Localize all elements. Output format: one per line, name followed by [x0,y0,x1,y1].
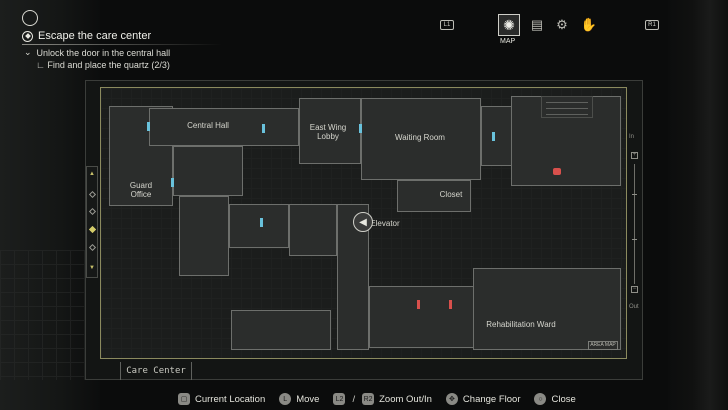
map-legend [541,96,593,118]
objective-circle-icon [22,10,38,26]
room-closet [397,180,471,212]
door-unlocked [171,178,174,187]
door-unlocked [260,218,263,227]
hand-icon[interactable]: ✋ [580,17,598,32]
objective-marker-icon [22,30,33,42]
hint-change-floor-label: Change Floor [462,393,521,405]
background-right [668,0,728,410]
hint-separator: / [352,393,356,405]
room-rehabilitation-ward [473,268,621,350]
r2-button-icon: R2 [362,393,375,405]
dpad-icon: ✥ [445,393,458,405]
zoom-out-label: Out [629,304,639,310]
r1-button-icon: R1 [645,20,659,30]
zoom-slider[interactable]: In + − Out [629,134,641,314]
map-view[interactable]: Central Hall East Wing Lobby Waiting Roo… [100,87,627,359]
room-south-corridor [369,286,479,348]
room-mid [289,204,337,256]
objective-title-row: Escape the care center [22,30,151,42]
label-guard-office: Guard Office [129,181,153,199]
label-east-wing-lobby: East Wing Lobby [309,123,347,141]
room-central-corridor [173,146,243,196]
area-map-tag: AREA MAP [588,341,618,350]
label-elevator: Elevator [370,219,400,228]
floor-indicator[interactable] [88,190,97,199]
room-mid-west [229,204,289,248]
door-locked [449,300,452,309]
hint-close-label: Close [551,393,576,405]
door-unlocked [147,122,150,131]
chevron-down-icon: ⌄ [24,47,32,57]
hint-move[interactable]: L Move [279,393,319,405]
area-tab[interactable]: Care Center [120,362,192,380]
zoom-in-icon[interactable]: + [631,152,638,159]
label-closet: Closet [439,190,463,199]
room-east-wing-lobby [299,98,361,164]
zoom-tick [632,194,637,195]
hint-close[interactable]: ○ Close [534,393,576,405]
door-unlocked [262,124,265,133]
room-central-hall [149,108,299,146]
map-label: MAP [500,38,516,45]
document-icon[interactable]: ▤ [530,17,544,32]
door-unlocked [359,124,362,133]
objective-subsubtask: ∟ Find and place the quartz (2/3) [36,60,170,70]
map-icon[interactable]: ✺ [498,14,520,36]
door-locked [417,300,420,309]
room-west-stairs [179,196,229,276]
floor-indicator[interactable] [88,243,97,252]
hint-change-floor[interactable]: ✥ Change Floor [445,393,521,405]
label-rehabilitation-ward: Rehabilitation Ward [486,320,556,329]
background-grid [0,250,95,380]
door-unlocked [492,132,495,141]
floor-selector[interactable]: ▲ ▼ [86,166,98,278]
label-central-hall: Central Hall [187,121,229,130]
objective-subsubtask-text: Find and place the quartz (2/3) [47,60,170,70]
player-location-icon: ◀ [353,212,373,232]
control-hints: ▢ Current Location L Move L2 / R2 Zoom O… [178,393,584,405]
left-stick-icon: L [279,393,292,405]
hint-current-location[interactable]: ▢ Current Location [178,393,265,405]
hint-zoom[interactable]: L2 / R2 Zoom Out/In [333,393,432,405]
zoom-in-label: In [629,134,635,140]
room-waiting-room [361,98,481,180]
zoom-track[interactable] [634,164,635,284]
room-southwest [231,310,331,350]
circle-button-icon: ○ [534,393,547,405]
l2-button-icon: L2 [333,393,346,405]
gears-icon[interactable]: ⚙ [556,17,568,32]
objective-subtask: ⌄ Unlock the door in the central hall [24,47,170,58]
objective-subtask-text: Unlock the door in the central hall [36,47,171,58]
objective-title: Escape the care center [38,30,152,42]
item-marker-icon [553,168,561,175]
hint-zoom-label: Zoom Out/In [379,393,432,405]
l1-button-icon: L1 [440,20,454,30]
top-menu: L1 ✺ MAP ▤ ⚙ ✋ R1 [440,14,660,54]
branch-icon: ∟ [36,60,45,70]
floor-indicator-active[interactable] [88,225,97,234]
touchpad-button-icon: ▢ [178,393,190,405]
floor-down-icon[interactable]: ▼ [89,265,95,271]
floor-indicator[interactable] [88,207,97,216]
hint-current-location-label: Current Location [195,393,266,405]
floor-up-icon[interactable]: ▲ [89,171,95,177]
room-northeast [511,96,621,186]
objective-divider [22,44,222,45]
label-waiting-room: Waiting Room [395,133,445,142]
zoom-tick [632,239,637,240]
zoom-out-icon[interactable]: − [631,286,638,293]
hint-move-label: Move [296,393,320,405]
